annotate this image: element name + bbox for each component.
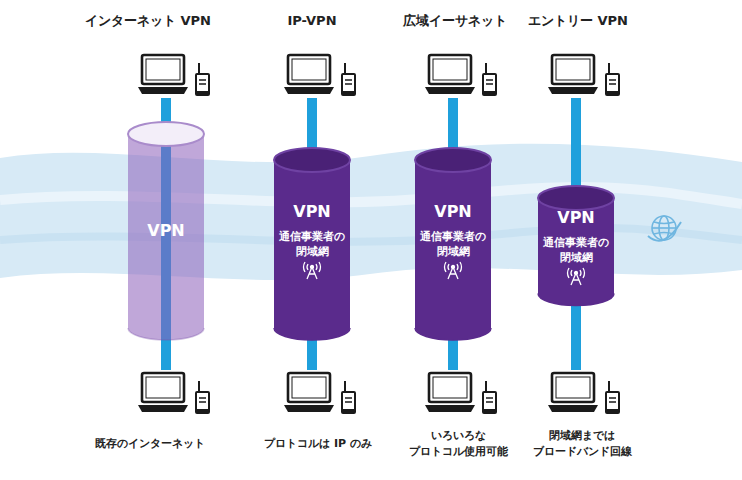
- vpn-cylinder: VPN 通信事業者の 閉域網: [415, 148, 491, 340]
- antenna-icon: [441, 262, 465, 280]
- cylinder-top: [128, 122, 204, 146]
- cylinder-text: VPN 通信事業者の 閉域網: [415, 202, 491, 260]
- vpn-cylinder: VPN: [128, 122, 204, 340]
- cylinder-body: [128, 134, 204, 340]
- cylinder-text: VPN 通信事業者の 閉域網: [538, 208, 614, 266]
- column-heading: IP-VPN: [242, 12, 382, 31]
- laptop-icons: [138, 55, 619, 413]
- cylinder-note: 通信事業者の 閉域網: [538, 235, 614, 266]
- cylinder-text: VPN: [128, 221, 204, 242]
- sea-band: [0, 144, 742, 280]
- cylinder-body: [274, 160, 350, 340]
- cylinder-note: 通信事業者の 閉域網: [274, 229, 350, 260]
- cylinder-bottom: [128, 328, 204, 340]
- band-streak: [0, 187, 742, 204]
- globe-icon: [648, 216, 681, 241]
- band-streak: [0, 228, 742, 242]
- cylinder-outline: [415, 148, 491, 340]
- column-heading: インターネット VPN: [48, 12, 248, 31]
- cylinder-text: VPN 通信事業者の 閉域網: [274, 202, 350, 260]
- cylinder-top: [415, 148, 491, 172]
- antenna-icon: [564, 268, 588, 286]
- cylinder-top: [274, 148, 350, 172]
- cylinder-title: VPN: [415, 202, 491, 223]
- column-heading: エントリー VPN: [508, 12, 648, 31]
- column-caption: いろいろな プロトコル使用可能: [402, 428, 514, 460]
- column-heading: 広域イーサネット: [385, 12, 525, 31]
- cylinder-note: 通信事業者の 閉域網: [415, 229, 491, 260]
- cylinder-outline: [274, 148, 350, 340]
- cylinder-body: [538, 198, 614, 306]
- cylinder-title: VPN: [538, 208, 614, 229]
- column-caption: 閉域網までは ブロードバンド回線: [526, 428, 638, 460]
- cylinder-body: [415, 160, 491, 340]
- cylinder-bottom: [415, 328, 491, 340]
- column-caption: プロトコルは IP のみ: [243, 436, 393, 452]
- data-pipes: [161, 98, 581, 370]
- vpn-cylinder: VPN 通信事業者の 閉域網: [274, 148, 350, 340]
- cylinder-top: [538, 186, 614, 210]
- column-caption: 既存のインターネット: [75, 436, 225, 452]
- cylinder-title: VPN: [128, 221, 204, 242]
- cylinder-bottom: [274, 328, 350, 340]
- vpn-cylinder: VPN 通信事業者の 閉域網: [538, 186, 614, 306]
- antenna-icon: [300, 262, 324, 280]
- cylinder-bottom: [538, 294, 614, 306]
- cylinder-title: VPN: [274, 202, 350, 223]
